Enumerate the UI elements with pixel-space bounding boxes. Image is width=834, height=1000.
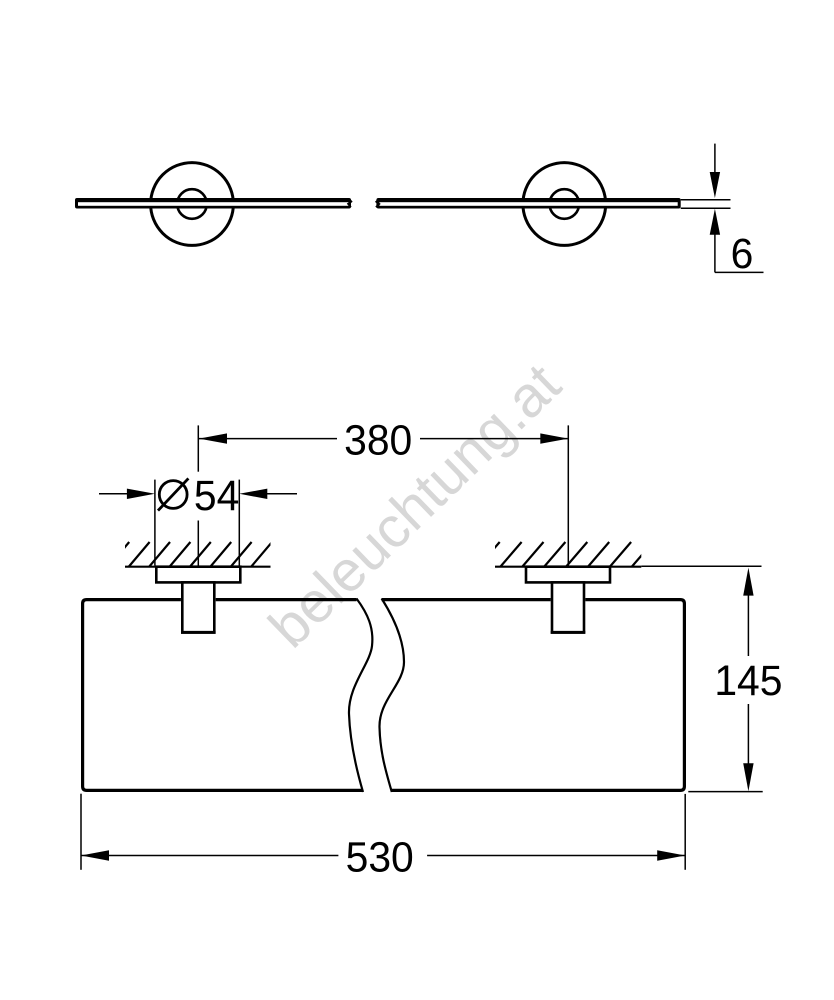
svg-text:530: 530 xyxy=(346,833,414,881)
svg-text:54: 54 xyxy=(194,471,239,519)
svg-text:6: 6 xyxy=(731,229,754,277)
svg-text:145: 145 xyxy=(714,656,782,704)
svg-text:380: 380 xyxy=(344,416,412,464)
